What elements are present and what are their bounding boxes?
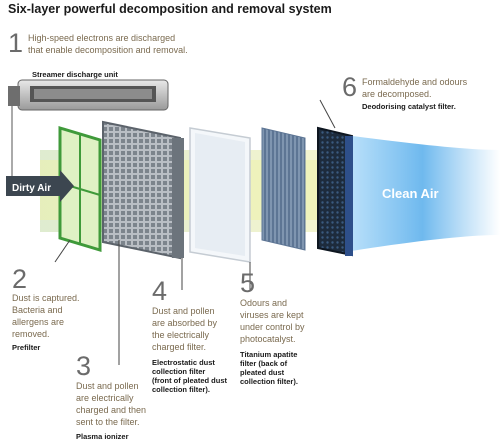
step-4-label-line-3: (front of pleated dust — [152, 376, 227, 385]
step-4-line-1: Dust and pollen — [152, 306, 215, 316]
step-4-line-3: the electrically — [152, 330, 210, 340]
step-1-line-1: High-speed electrons are discharged — [28, 33, 176, 43]
step-2-line-3: allergens are — [12, 317, 65, 327]
step-5-label-line-1: Titanium apatite — [240, 350, 298, 359]
step-2-line-2: Bacteria and — [12, 305, 63, 315]
step-3-line-1: Dust and pollen — [76, 381, 139, 391]
step-5-line-3: under control by — [240, 322, 305, 332]
leader-lines — [54, 99, 336, 365]
step-5-line-4: photocatalyst. — [240, 334, 296, 344]
step-2-line-4: removed. — [12, 329, 50, 339]
step-3-line-3: charged and then — [76, 405, 147, 415]
step-1-text: High-speed electrons are discharged that… — [28, 32, 188, 56]
step-3-line-4: sent to the filter. — [76, 417, 140, 427]
step-1-line-2: that enable decomposition and removal. — [28, 45, 188, 55]
step-4-number: 4 — [152, 276, 168, 306]
step-4-label-line-4: collection filter). — [152, 385, 210, 394]
step-2-label: Prefilter — [12, 343, 41, 352]
step-6-line-1: Formaldehyde and odours — [362, 77, 468, 87]
step-1-number: 1 — [8, 28, 24, 58]
step-4-line-2: are absorbed by — [152, 318, 218, 328]
step-3-text: Dust and pollen are electrically charged… — [76, 380, 146, 428]
clean-air-cone — [345, 135, 500, 252]
step-5-line-2: viruses are kept — [240, 310, 304, 320]
step-4-text: Dust and pollen are absorbed by the elec… — [152, 305, 217, 353]
step-2-text: Dust is captured. Bacteria and allergens… — [12, 292, 80, 340]
step-6-label: Deodorising catalyst filter. — [362, 102, 456, 111]
plasma-ionizer — [102, 120, 184, 260]
step-5-label: Titanium apatite filter (back of pleated… — [240, 350, 298, 386]
step-4-label-line-1: Electrostatic dust — [152, 358, 215, 367]
step-5-label-line-4: collection filter). — [240, 377, 298, 386]
step-3-line-2: are electrically — [76, 393, 134, 403]
step-4-line-4: charged filter. — [152, 342, 207, 352]
step-4-label-line-2: collection filter — [152, 367, 206, 376]
streamer-discharge-unit — [8, 79, 169, 185]
step-4-label: Electrostatic dust collection filter (fr… — [152, 358, 227, 394]
titanium-apatite-filter — [261, 127, 306, 251]
dirty-air-label: Dirty Air — [12, 183, 51, 194]
page-title: Six-layer powerful decomposition and rem… — [8, 2, 332, 16]
step-5-line-1: Odours and — [240, 298, 288, 308]
step-1-label: Streamer discharge unit — [32, 70, 118, 79]
step-5-text: Odours and viruses are kept under contro… — [240, 297, 305, 345]
clean-air-label: Clean Air — [382, 186, 439, 201]
step-5-label-line-2: filter (back of — [240, 359, 288, 368]
step-6-text: Formaldehyde and odours are decomposed. — [362, 76, 467, 100]
step-5-number: 5 — [240, 268, 256, 298]
deodorising-catalyst-filter — [317, 126, 353, 257]
step-3-number: 3 — [76, 351, 92, 381]
electrostatic-filter — [189, 127, 251, 263]
dirty-air-arrow: Dirty Air — [6, 170, 74, 202]
step-5-label-line-3: pleated dust — [240, 368, 285, 377]
step-3-label: Plasma ionizer — [76, 432, 129, 441]
step-2-number: 2 — [12, 264, 28, 294]
step-6-number: 6 — [342, 72, 358, 102]
step-2-line-1: Dust is captured. — [12, 293, 80, 303]
step-6-line-2: are decomposed. — [362, 89, 432, 99]
